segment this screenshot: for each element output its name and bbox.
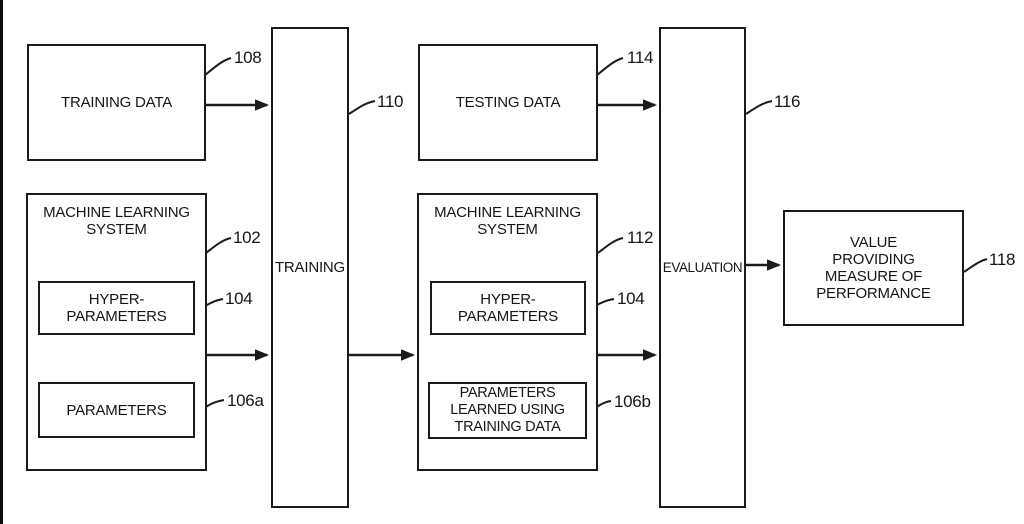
leader-112: [597, 237, 624, 254]
ml-system-train-label: MACHINE LEARNING SYSTEM: [43, 204, 190, 238]
ref-106a: 106a: [227, 391, 264, 410]
leader-102: [205, 237, 232, 254]
ref-104a: 104: [225, 289, 253, 308]
ref-112: 112: [627, 228, 654, 247]
leader-108: [204, 57, 232, 76]
ml-system-eval-label: MACHINE LEARNING SYSTEM: [434, 204, 581, 238]
left-edge-line: [0, 0, 3, 524]
hyper-parameters-eval-box: HYPER-PARAMETERS: [430, 281, 586, 335]
ref-108: 108: [234, 48, 262, 67]
ref-114: 114: [627, 48, 654, 67]
parameters-learned-box: PARAMETERS LEARNED USING TRAINING DATA: [428, 382, 587, 439]
hyper-parameters-train-label: HYPER-PARAMETERS: [66, 291, 167, 325]
hyper-parameters-train-box: HYPER-PARAMETERS: [38, 281, 195, 335]
leader-116: [745, 100, 773, 115]
ref-110: 110: [377, 92, 404, 111]
training-data-label: TRAINING DATA: [60, 94, 172, 111]
leader-118: [963, 258, 988, 273]
leader-114: [596, 57, 624, 76]
ref-118: 118: [989, 250, 1016, 269]
evaluation-box: EVALUATION: [659, 27, 746, 508]
parameters-learned-label: PARAMETERS LEARNED USING TRAINING DATA: [450, 385, 565, 435]
training-data-box: TRAINING DATA: [27, 44, 206, 161]
leader-110: [348, 100, 376, 115]
testing-data-label: TESTING DATA: [455, 94, 561, 111]
performance-value-box: VALUE PROVIDING MEASURE OF PERFORMANCE: [783, 210, 964, 326]
testing-data-box: TESTING DATA: [418, 44, 598, 161]
ref-102: 102: [233, 228, 261, 247]
hyper-parameters-eval-label: HYPER-PARAMETERS: [457, 291, 559, 325]
parameters-train-label: PARAMETERS: [66, 401, 167, 419]
ref-116: 116: [774, 92, 801, 111]
performance-value-label: VALUE PROVIDING MEASURE OF PERFORMANCE: [816, 234, 931, 302]
parameters-train-box: PARAMETERS: [38, 382, 195, 438]
ref-104b: 104: [617, 289, 645, 308]
ref-106b: 106b: [614, 392, 651, 411]
training-label: TRAINING: [274, 259, 346, 276]
evaluation-label: EVALUATION: [662, 260, 743, 275]
training-box: TRAINING: [271, 27, 349, 508]
